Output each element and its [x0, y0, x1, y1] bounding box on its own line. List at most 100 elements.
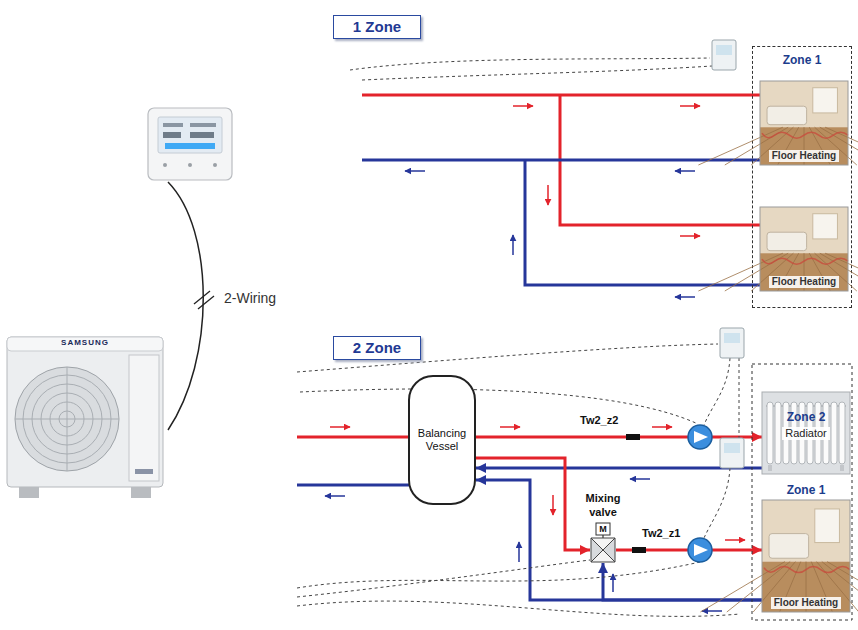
radiator-fin — [767, 402, 773, 464]
unit-housing — [7, 337, 163, 487]
control-wire — [297, 560, 590, 597]
heating-coil — [762, 258, 848, 264]
room-floor — [760, 127, 848, 165]
mixing-valve: Mixing valveM — [590, 523, 616, 563]
sensor-label: Tw2_z2 — [578, 414, 620, 427]
pipe-connector — [476, 436, 762, 439]
return-pipe — [362, 159, 762, 162]
room-sofa — [767, 106, 807, 124]
flow-arrow — [405, 170, 425, 172]
controller-screen — [158, 117, 222, 153]
flow-arrow — [325, 495, 345, 497]
picture-frame — [760, 81, 848, 165]
room-floor — [762, 562, 850, 612]
room-wall — [760, 81, 848, 127]
unit-leg — [19, 487, 39, 498]
screen-segment — [190, 123, 216, 127]
pump-symbol — [688, 425, 712, 449]
sensor-label: Tw2_z1 — [640, 527, 682, 540]
room-sofa — [769, 534, 809, 559]
valve-port — [591, 550, 615, 562]
service-panel — [129, 355, 159, 481]
wiring-label: 2-Wiring — [222, 290, 278, 306]
room-thermostat — [720, 328, 744, 358]
label-anchor: Tw2_z1 — [640, 523, 682, 541]
control-wire — [300, 389, 698, 424]
thermostat-screen — [724, 333, 740, 343]
heating-coil — [762, 132, 848, 138]
flow-arrow — [702, 610, 722, 612]
actuator-box — [596, 523, 610, 535]
controller-button — [213, 163, 217, 167]
control-wire — [297, 601, 740, 616]
node-label: Zone 1 — [783, 53, 822, 67]
pipe-connector — [476, 480, 762, 600]
zone-region-outline — [752, 364, 852, 620]
room-window — [813, 214, 838, 239]
flow-arrow — [512, 235, 514, 255]
flow-arrow — [680, 105, 700, 107]
wiring-slash — [194, 291, 210, 304]
zone-region: Zone 1Floor HeatingFloor Heating — [752, 46, 852, 308]
radiator-background — [762, 392, 850, 474]
control-wire — [297, 562, 700, 588]
thermostat-screen — [716, 45, 732, 55]
flow-arrow — [330, 426, 350, 428]
pipe-connector — [476, 458, 590, 550]
flow-arrow — [630, 478, 650, 480]
flow-arrow — [547, 185, 549, 205]
supply-pipe — [362, 94, 762, 97]
flow-arrow — [500, 426, 520, 428]
flow-arrow — [675, 296, 695, 298]
temperature-sensor — [632, 547, 646, 553]
flow-arrow — [675, 170, 695, 172]
pump-arrow — [694, 544, 708, 556]
flow-arrow — [552, 495, 554, 515]
flow-arrow — [652, 426, 672, 428]
supply-pipe — [297, 436, 412, 439]
thermostat-screen — [724, 443, 740, 453]
node-label: Balancing Vessel — [413, 427, 471, 453]
screen-segment — [190, 132, 214, 138]
node-label: Floor Heating — [769, 150, 839, 162]
node-label: SAMSUNG — [61, 338, 109, 348]
floor-heating-emitter: Zone 1Floor Heating — [762, 500, 850, 612]
pipe-connector — [603, 563, 762, 600]
room-sofa — [767, 232, 807, 250]
fan-grille — [15, 367, 119, 471]
control-wire — [704, 358, 730, 425]
control-wire — [362, 66, 712, 80]
radiator-emitter: Zone 2 Radiator — [762, 392, 850, 474]
flow-arrow — [518, 542, 520, 562]
node-label: Radiator — [782, 427, 830, 440]
control-wire — [350, 58, 710, 70]
floor-heating-emitter: Floor Heating — [760, 207, 848, 291]
node-heading: Mixing valve — [575, 491, 631, 519]
controller-illustration — [148, 108, 232, 180]
return-pipe — [525, 160, 762, 285]
room-window — [813, 88, 838, 113]
radiator-fin — [775, 402, 781, 464]
node-heading: Zone 2 — [787, 410, 826, 424]
pipe-connector — [476, 467, 762, 470]
vessel-outline — [409, 376, 475, 504]
fan-grille-bar — [67, 367, 68, 471]
outdoor-unit: SAMSUNG — [5, 335, 165, 500]
balancing-vessel: Balancing Vessel — [408, 375, 476, 505]
return-pipe — [297, 484, 412, 487]
radiator-fin — [839, 402, 845, 464]
controller-body — [148, 108, 232, 180]
wiring-arc — [168, 182, 203, 430]
node-heading: Zone 1 — [787, 483, 826, 497]
controller-button — [188, 163, 192, 167]
radiator-fin — [831, 402, 837, 464]
pump-symbol — [688, 538, 712, 562]
node-label: Floor Heating — [771, 597, 841, 609]
node-label: M — [597, 523, 609, 535]
label-anchor: 2-Wiring — [222, 289, 278, 307]
flow-arrow — [612, 574, 614, 592]
unit-top — [7, 337, 163, 351]
label-anchor: Tw2_z2 — [578, 410, 620, 428]
flow-arrow — [680, 235, 700, 237]
